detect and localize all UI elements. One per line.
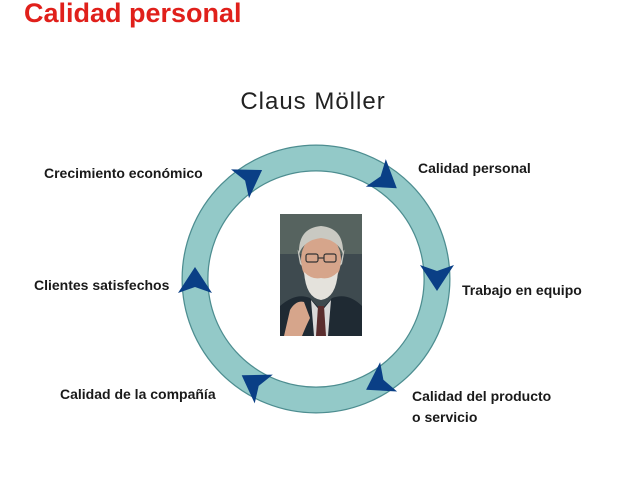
cycle-arrow-icon [231, 169, 263, 199]
cycle-arrow-icon [178, 267, 212, 293]
slide-title: Calidad personal [24, 0, 242, 28]
stage-label-quality-personal: Calidad personal [418, 160, 531, 176]
stage-label-economic-growth: Crecimiento económico [44, 165, 203, 181]
person-photo-icon [280, 214, 362, 336]
stage-label-satisfied-clients: Clientes satisfechos [34, 277, 170, 293]
stage-label-teamwork: Trabajo en equipo [462, 282, 582, 298]
author-name: Claus Möller [240, 88, 386, 115]
stage-label-company-quality: Calidad de la compañía [60, 386, 216, 402]
cycle-arrow-icon [366, 362, 398, 392]
cycle-arrows [178, 159, 454, 404]
stage-label-product-quality: Calidad del producto o servicio [412, 388, 552, 425]
cycle-arrow-icon [241, 374, 273, 404]
cycle-arrow-icon [365, 159, 397, 189]
cycle-arrow-icon [420, 265, 454, 291]
